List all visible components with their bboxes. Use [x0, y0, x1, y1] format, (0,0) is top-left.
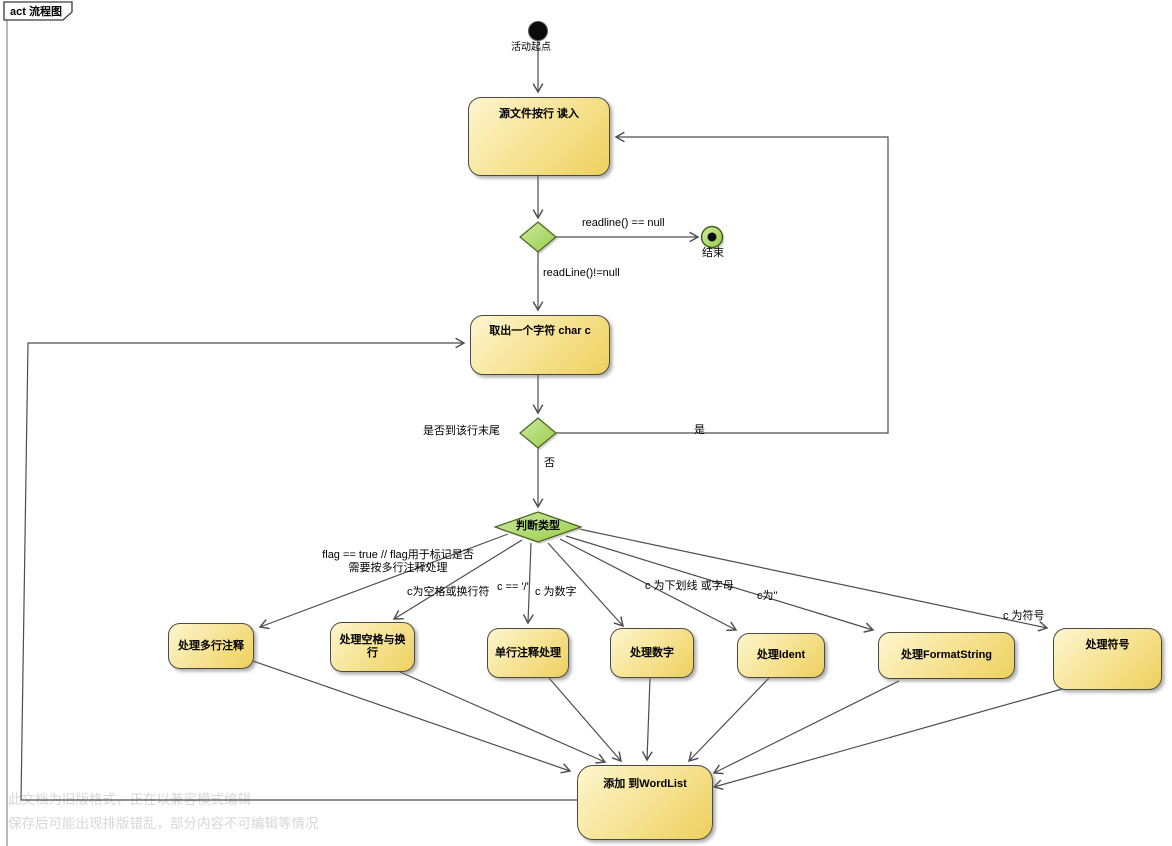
action-ident-label: 处理Ident — [756, 649, 806, 661]
decision2-eol[interactable] — [519, 417, 557, 449]
edge-yes-loop — [556, 131, 889, 434]
edge-judge-to-multicomment — [258, 533, 509, 630]
frame-title: act 流程图 — [10, 6, 62, 18]
action-single-comment-label: 单行注释处理 — [495, 646, 561, 659]
edge-multicomment-to-wordlist — [252, 660, 572, 774]
edge-label-readline-null: readline() == null — [582, 217, 665, 229]
edge-judge-to-ident — [559, 538, 738, 632]
action-ident[interactable]: 处理Ident — [737, 633, 825, 678]
edge-judge-to-space — [392, 539, 523, 620]
edge-wordlist-loop-to-getchar — [20, 337, 577, 801]
edge-label-digit-cond: c 为数字 — [535, 586, 577, 598]
watermark-line2: 保存后可能出现排版错乱，部分内容不可编辑等情况 — [8, 816, 319, 831]
decision-judge-type-label: 判断类型 — [516, 520, 560, 532]
action-symbol-label: 处理符号 — [1085, 639, 1130, 651]
action-multi-comment-label: 处理多行注释 — [178, 639, 244, 652]
edge-label-space-cond: c为空格或换行符 — [407, 586, 490, 598]
action-read-file[interactable]: 源文件按行 读入 — [468, 97, 610, 176]
edge-label-quote-cond: c为" — [757, 590, 778, 602]
start-node-label: 活动起点 — [511, 42, 551, 53]
end-node-label: 结束 — [702, 247, 724, 259]
action-single-comment[interactable]: 单行注释处理 — [487, 628, 569, 678]
decision-judge-type[interactable] — [493, 511, 583, 543]
edge-singlecomment-to-wordlist — [548, 677, 622, 763]
edge-judge-to-singlecomment — [522, 542, 534, 625]
action-multi-comment[interactable]: 处理多行注释 — [168, 623, 254, 669]
edge-judge-to-number — [547, 542, 624, 628]
edge-formatstring-to-wordlist — [712, 680, 900, 775]
action-get-char-label: 取出一个字符 char c — [489, 325, 591, 337]
action-format-string[interactable]: 处理FormatString — [878, 632, 1015, 679]
edge-label-no: 否 — [544, 457, 555, 469]
decision1-readline[interactable] — [519, 221, 557, 253]
frame-tab — [3, 1, 73, 21]
action-read-file-label: 源文件按行 读入 — [498, 108, 580, 120]
edge-judge-to-formatstring — [565, 535, 875, 633]
decision2-question-label: 是否到该行末尾 — [423, 425, 500, 437]
action-space-newline[interactable]: 处理空格与换行 — [330, 622, 415, 672]
edge-space-to-wordlist — [399, 671, 607, 764]
edge-label-slash-cond: c == '/' — [497, 581, 529, 593]
start-node[interactable] — [528, 21, 548, 41]
action-number-label: 处理数字 — [630, 646, 674, 659]
edge-judge-to-symbol — [578, 528, 1049, 632]
edge-number-to-wordlist — [641, 677, 653, 762]
edge-ident-to-wordlist — [687, 677, 770, 763]
action-number[interactable]: 处理数字 — [610, 628, 694, 678]
action-add-wordlist[interactable]: 添加 到WordList — [577, 765, 713, 840]
edge-label-yes: 是 — [694, 424, 705, 436]
action-add-wordlist-label: 添加 到WordList — [603, 778, 687, 790]
edge-label-ident-cond: c 为下划线 或字母 — [645, 580, 734, 592]
action-format-string-label: 处理FormatString — [900, 649, 993, 661]
edge-label-readline-not-null: readLine()!=null — [543, 267, 620, 279]
edge-symbol-to-wordlist — [712, 688, 1063, 791]
end-node-dot — [707, 232, 717, 242]
action-get-char[interactable]: 取出一个字符 char c — [470, 315, 610, 375]
edge-label-flag-multiline: flag == true // flag用于标记是否 需要按多行注释处理 — [322, 549, 474, 574]
edge-label-symbol-cond: c 为符号 — [1003, 610, 1045, 622]
action-space-newline-label: 处理空格与换行 — [339, 634, 406, 659]
action-symbol[interactable]: 处理符号 — [1053, 628, 1162, 690]
